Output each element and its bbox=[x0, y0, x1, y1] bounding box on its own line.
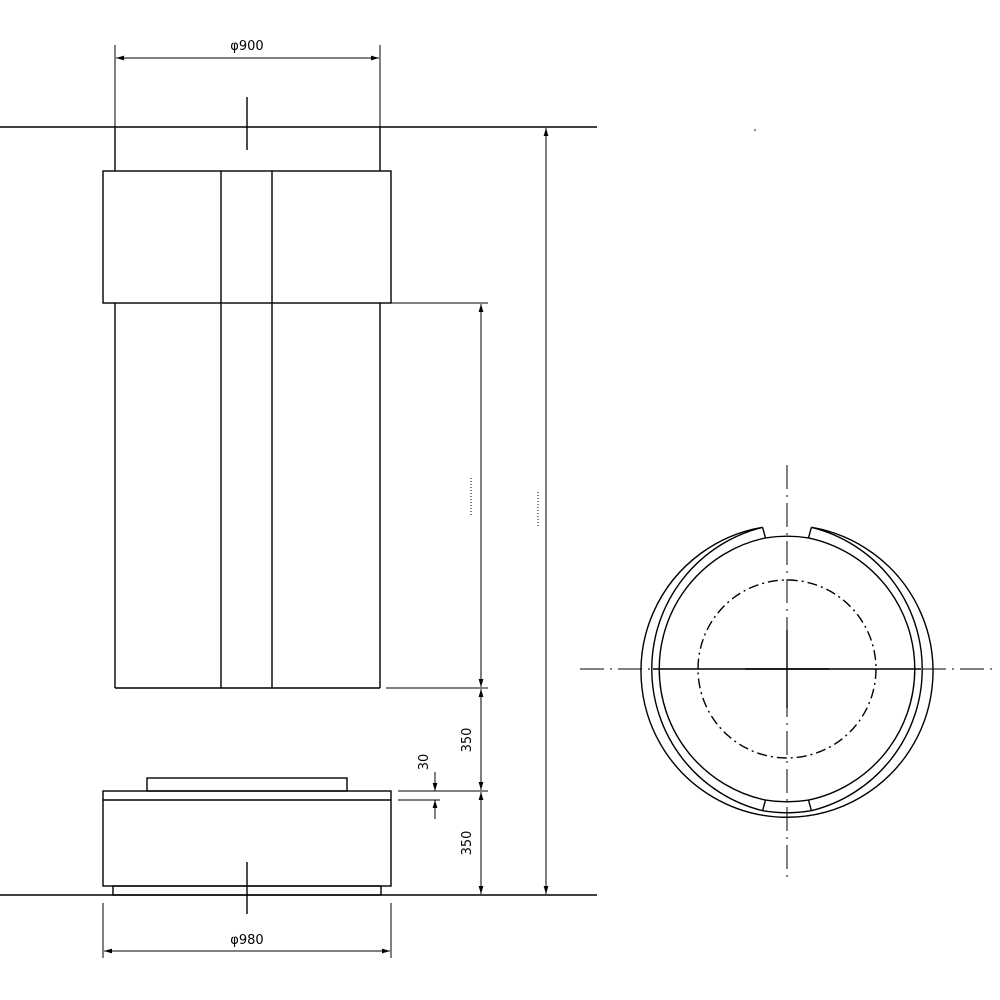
dimension-vertical-chain: 350 350 30 bbox=[380, 128, 549, 894]
stray-dot bbox=[754, 129, 756, 131]
plate-thickness-label: 30 bbox=[417, 754, 432, 771]
gap-height-label: 350 bbox=[460, 728, 475, 753]
top-diameter-label: φ900 bbox=[230, 39, 263, 54]
upper-body-elevation bbox=[102, 97, 392, 689]
bottom-diameter-label: φ980 bbox=[230, 933, 263, 948]
base-unit-elevation bbox=[102, 777, 392, 914]
dimension-top-diameter: φ900 bbox=[114, 39, 381, 127]
plan-view bbox=[580, 465, 995, 880]
dimension-bottom-diameter: φ980 bbox=[102, 903, 392, 958]
base-height-label: 350 bbox=[460, 831, 475, 856]
